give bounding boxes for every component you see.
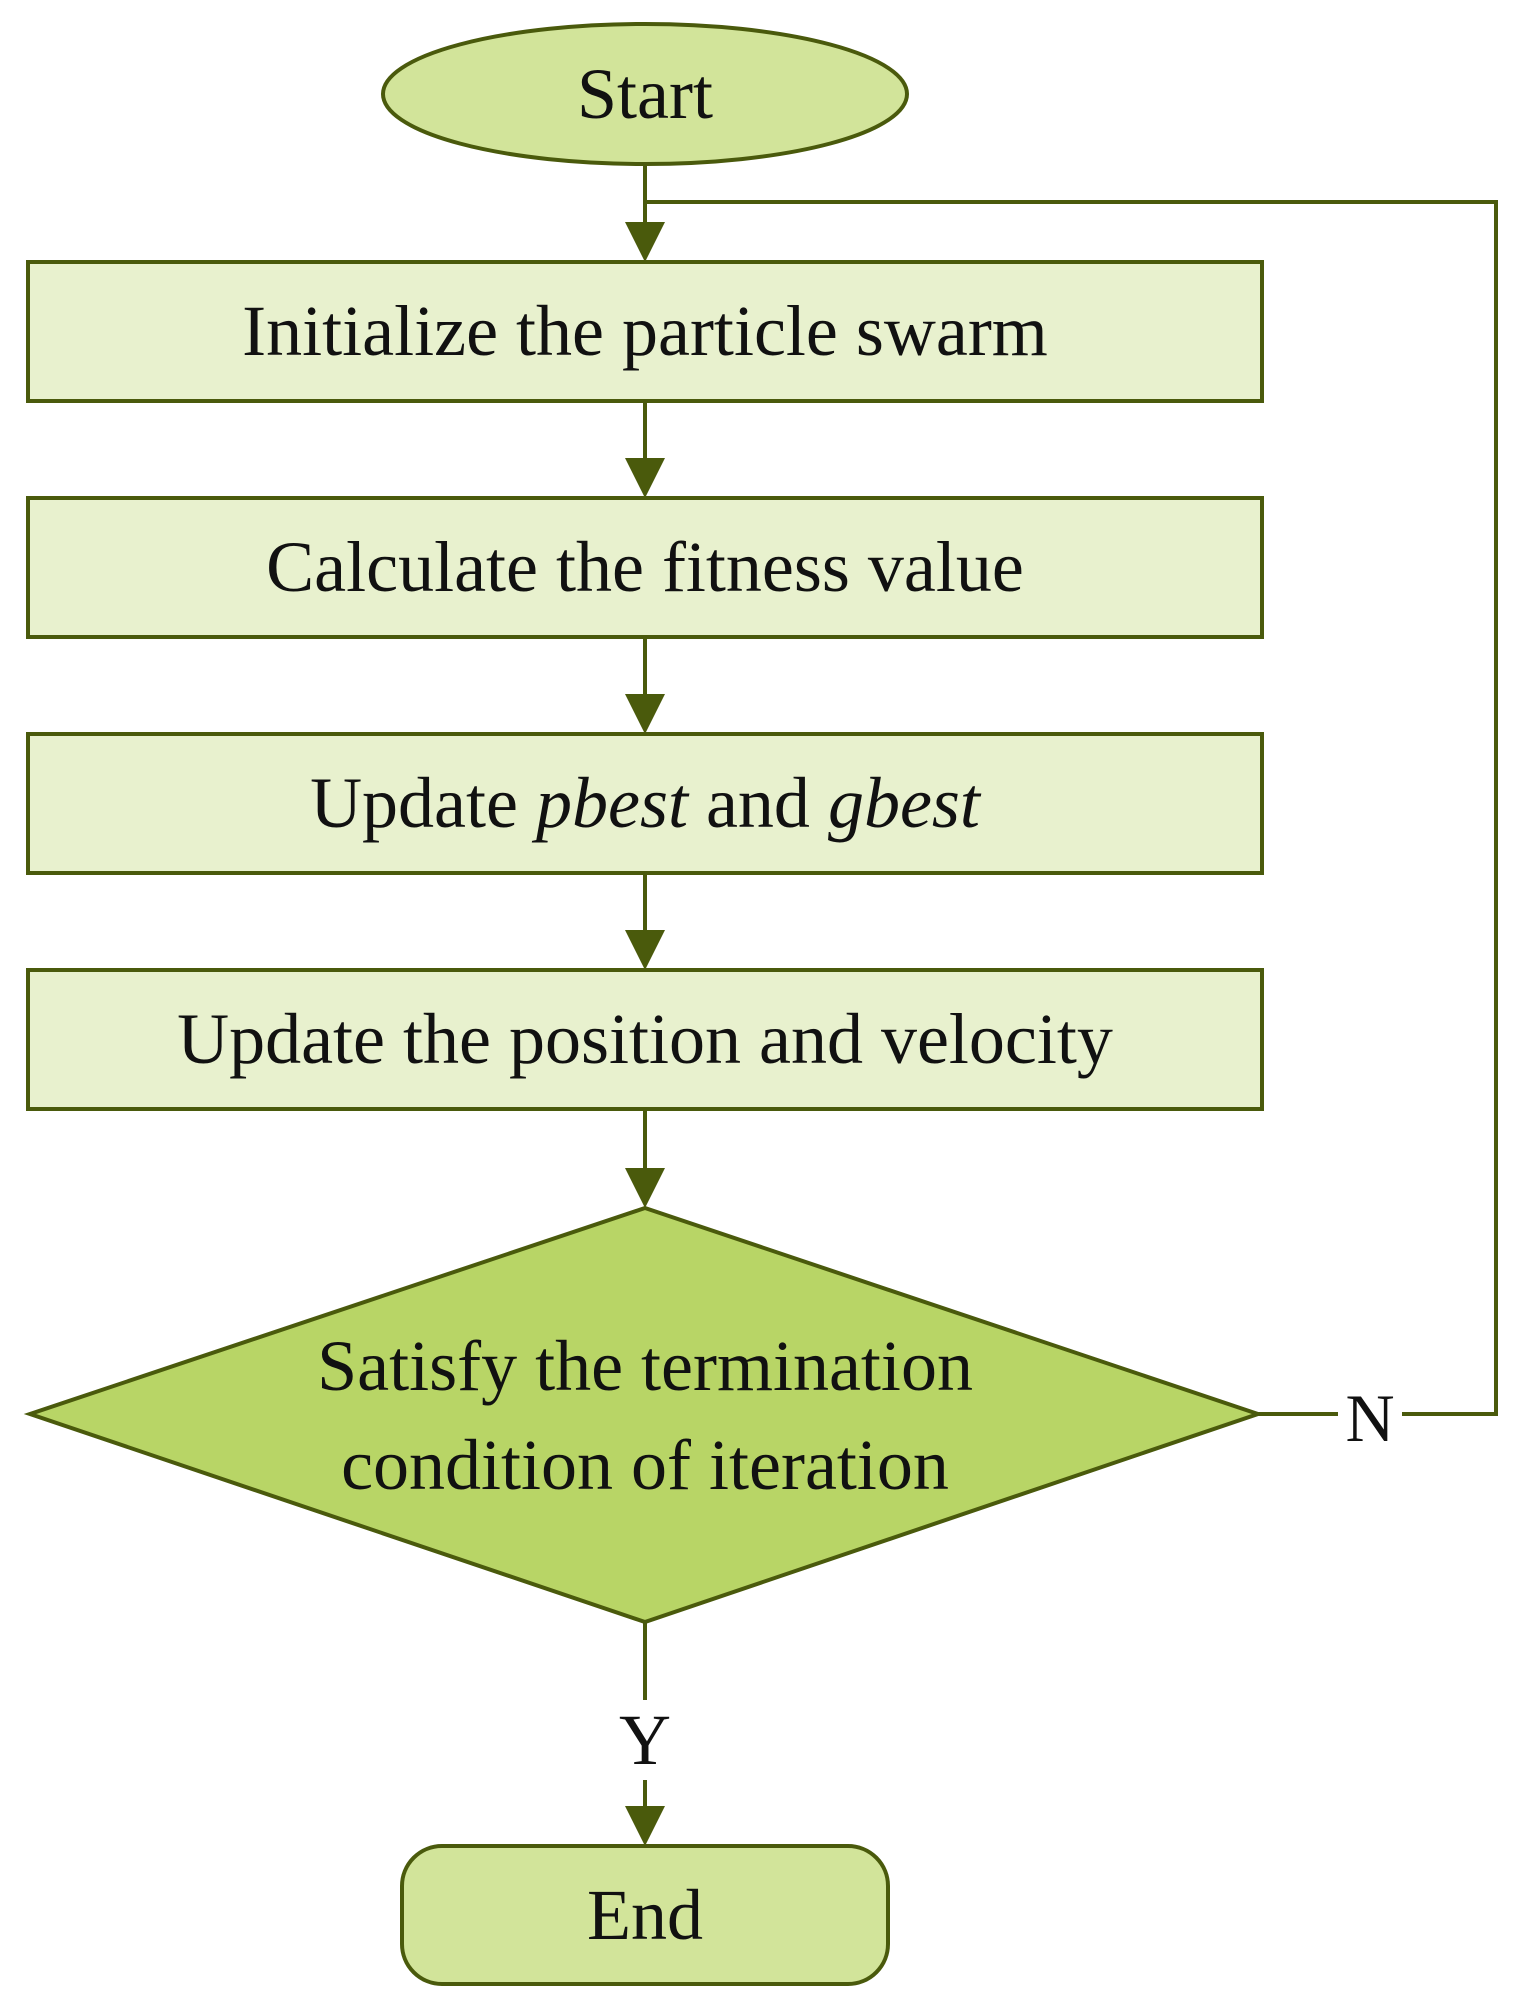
- fitness-box: [26, 496, 1264, 639]
- no-label-backdrop: [1338, 1380, 1402, 1452]
- yes-label: Y: [619, 1700, 671, 1780]
- update-pos-label: Update the position and velocity: [177, 999, 1113, 1079]
- decision-diamond: [23, 1205, 1265, 1625]
- update-best-prefix: Update: [310, 763, 536, 843]
- update-pos-node: Update the position and velocity: [26, 968, 1264, 1111]
- update-pos-box: [26, 968, 1264, 1111]
- update-best-middle: and: [688, 763, 828, 843]
- fitness-label: Calculate the fitness value: [266, 527, 1024, 607]
- gbest-term: gbest: [828, 763, 982, 843]
- start-node: Start: [381, 22, 909, 166]
- start-ellipse: [381, 22, 909, 166]
- fitness-node: Calculate the fitness value: [26, 496, 1264, 639]
- decision-line1: Satisfy the termination: [317, 1326, 973, 1406]
- update-best-label: Update pbest and gbest: [310, 763, 982, 843]
- init-node: Initialize the particle swarm: [26, 260, 1264, 403]
- no-label: N: [1345, 1380, 1394, 1456]
- init-label: Initialize the particle swarm: [242, 291, 1048, 371]
- init-box: [26, 260, 1264, 403]
- start-label: Start: [577, 54, 713, 134]
- update-best-box: [26, 732, 1264, 875]
- decision-line2: condition of iteration: [341, 1425, 949, 1505]
- update-best-node: Update pbest and gbest: [26, 732, 1264, 875]
- decision-node: Satisfy the termination condition of ite…: [23, 1205, 1265, 1625]
- end-box: [400, 1844, 890, 1986]
- end-label: End: [587, 1875, 703, 1955]
- end-node: End: [400, 1844, 890, 1986]
- pbest-term: pbest: [531, 763, 690, 843]
